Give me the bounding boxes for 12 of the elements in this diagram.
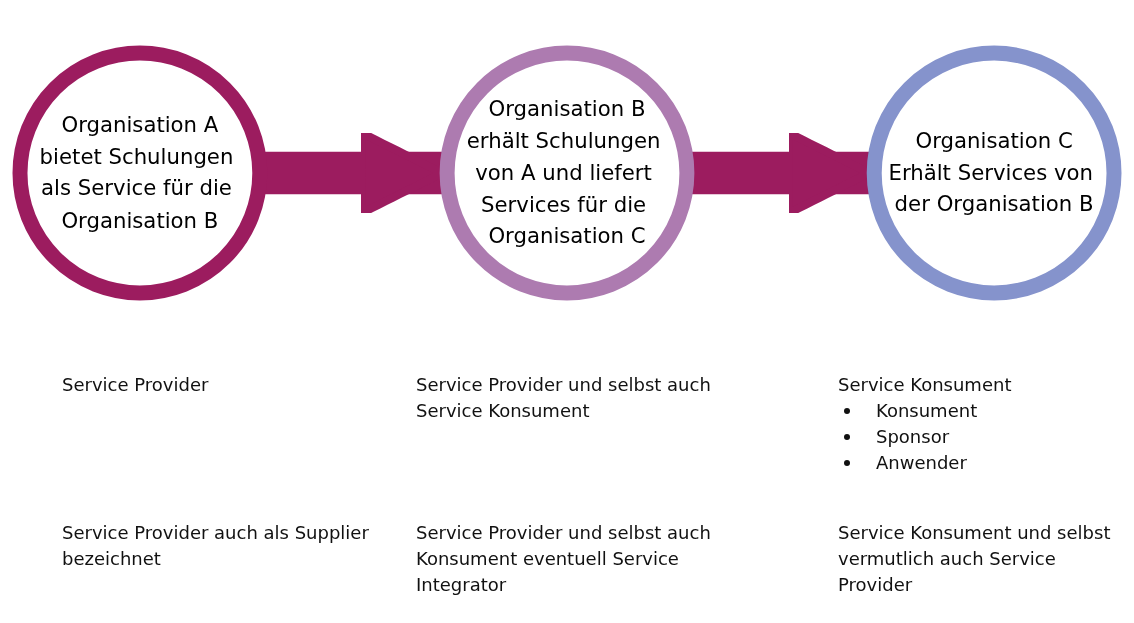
list-item: Anwender [876, 451, 967, 475]
node-circle: Organisation B erhält Schulungen von A und liefert Services für die Organisation C [439, 45, 695, 301]
node-circle: Organisation C Erhält Services von der Organisation B [866, 45, 1122, 301]
node-circle: Organisation A bietet Schulungen als Service für die Organisation B [12, 45, 268, 301]
role-text: Service Provider und selbst auch Konsument eventuell Service Integrator [416, 521, 712, 597]
role-text: Service Konsument und selbst vermutlich auch Service Provider [838, 521, 1112, 597]
role-text: Service Provider und selbst auch Service Konsument [416, 373, 712, 423]
role-text: Service Provider [62, 373, 209, 397]
role-text: Service Provider auch als Supplier bezeichnet [62, 521, 370, 571]
role-text: Service Konsument [838, 373, 1012, 397]
list-item: Konsument [876, 399, 978, 423]
list-item: Sponsor [876, 425, 950, 449]
